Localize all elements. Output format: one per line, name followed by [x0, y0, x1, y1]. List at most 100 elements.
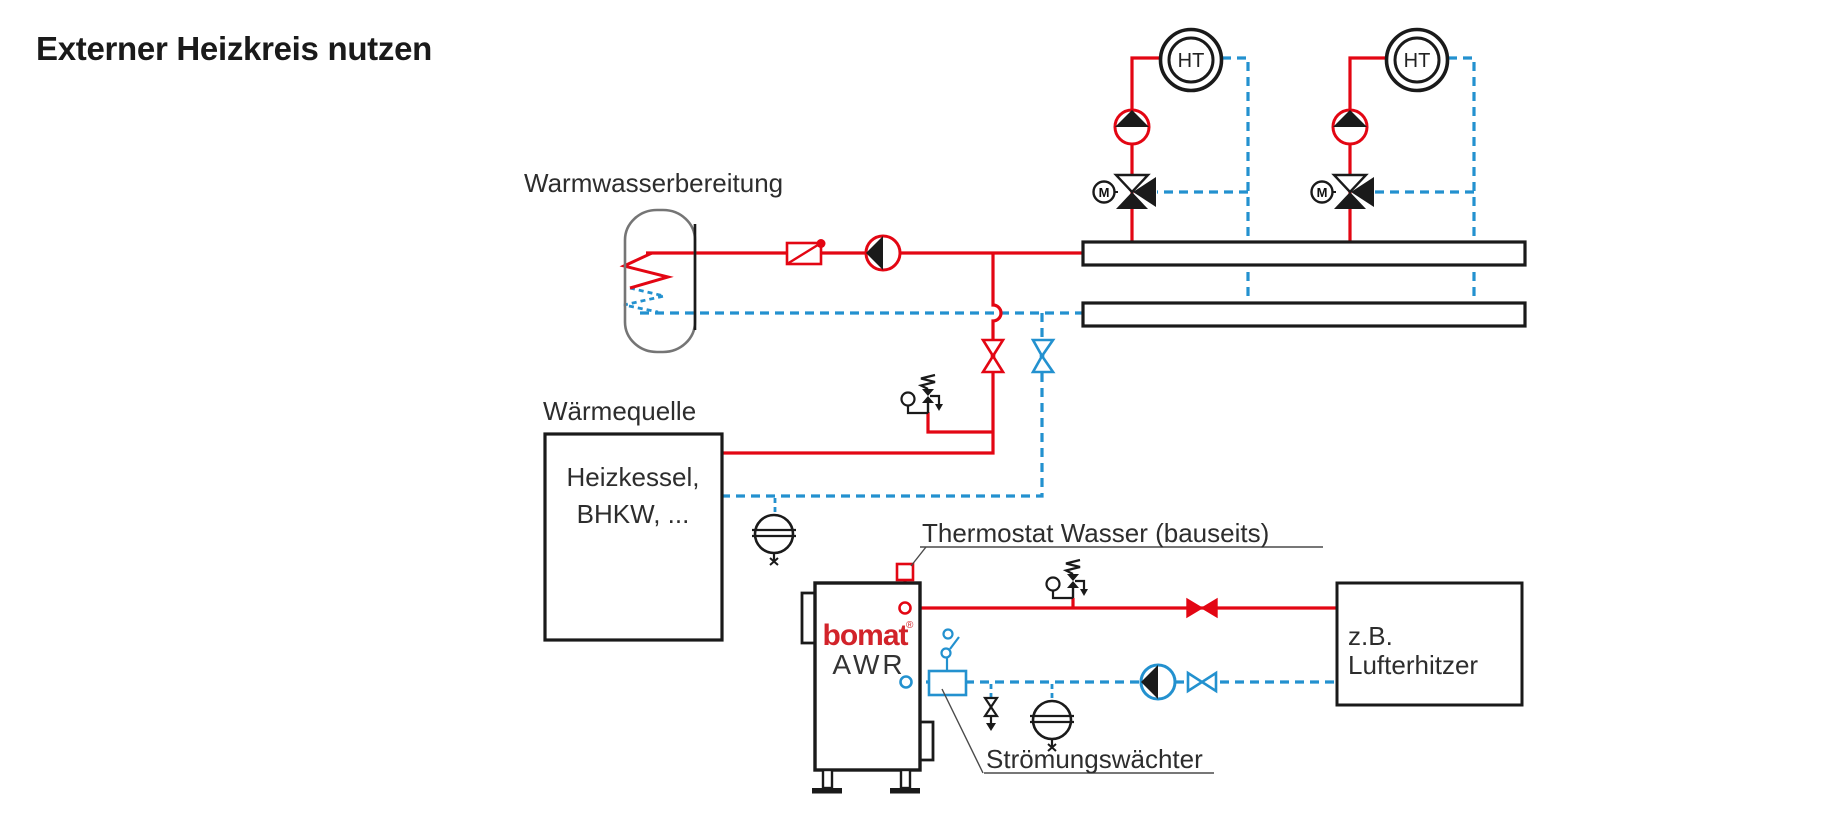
mixer-right-port	[1351, 177, 1374, 207]
boiler-unit	[800, 581, 935, 794]
boiler-foot-right	[890, 788, 920, 794]
circuit2-return-pipe	[1448, 56, 1476, 303]
expansion-vessel-2	[1030, 699, 1074, 752]
safety-valve-body	[922, 389, 934, 403]
manometer-bracket	[906, 405, 928, 415]
tank-coil-return	[623, 286, 665, 314]
check-valve	[785, 239, 826, 266]
safety-group-branch-1	[926, 412, 993, 434]
check-valve-pivot	[816, 239, 826, 248]
vessel-body	[753, 513, 795, 555]
boiler-left-flange	[800, 591, 815, 645]
valve-left	[1186, 670, 1205, 694]
manometer-icon	[900, 391, 916, 407]
hot-water-tank	[623, 208, 697, 354]
page-title: Externer Heizkreis nutzen	[36, 30, 432, 67]
valve-bottom	[980, 353, 1006, 374]
valve-bottom	[1030, 353, 1056, 374]
safety-valve-spring	[1062, 558, 1081, 575]
flow-switch-contact	[949, 636, 960, 650]
consumer-label-line2: Lufterhitzer	[1348, 650, 1478, 680]
circuit2-mixing-valve: M	[1310, 173, 1374, 209]
circuit1-supply-pipe	[1130, 56, 1162, 243]
circuit1-room-thermostat: HT	[1158, 27, 1224, 93]
safety-valve-outlet	[1075, 579, 1086, 590]
tank-charge-pump	[864, 234, 902, 272]
valve-top	[980, 338, 1006, 359]
circuit1-pump	[1113, 108, 1151, 146]
mixer-motor-label: M	[1099, 185, 1110, 200]
drain-valve	[982, 696, 1000, 731]
valve-right	[1199, 670, 1218, 694]
pump-impeller-up	[1333, 110, 1367, 127]
manometer-bracket	[1051, 590, 1073, 600]
thermostat-callout-label: Thermostat Wasser (bauseits)	[922, 518, 1269, 548]
boiler-model-label: AWR	[832, 649, 905, 680]
valve-right	[1200, 597, 1218, 619]
thermostat-callout-leader	[910, 546, 927, 567]
pump-impeller-left	[1141, 665, 1158, 699]
check-valve-flap	[786, 241, 822, 266]
safety-valve-outlet	[930, 394, 941, 405]
vessel-membrane	[752, 528, 796, 538]
thermostat-label: HT	[1404, 50, 1431, 72]
circuit2-pump	[1331, 108, 1369, 146]
drain-valve-bottom	[982, 705, 1000, 718]
consumer-box	[1335, 581, 1524, 707]
tank-outline	[623, 208, 697, 354]
flow-switch-terminal-top	[942, 628, 954, 640]
boiler-supply-port	[898, 601, 912, 615]
external-circuit-supply-pipe	[903, 580, 1340, 610]
valve-left	[1186, 597, 1204, 619]
supply-manifold	[1081, 240, 1527, 267]
flow-switch-callout-label: Strömungswächter	[986, 744, 1203, 774]
manometer-icon	[1045, 576, 1061, 592]
mixer-motor-icon	[1092, 180, 1116, 204]
vessel-membrane	[1030, 714, 1074, 724]
valve-top	[1030, 338, 1056, 359]
return-manifold	[1081, 301, 1527, 328]
heat-source-box-line1: Heizkessel,	[567, 462, 700, 492]
circuit2-supply-pipe	[1348, 56, 1388, 243]
circuit1-mixing-valve: M	[1092, 173, 1156, 209]
external-circuit-pump	[1139, 663, 1177, 701]
return-shutoff-valve	[1030, 338, 1056, 374]
heat-source-box-line2: BHKW, ...	[577, 499, 690, 529]
boiler-right-flange	[920, 720, 935, 762]
heat-source-box	[543, 432, 724, 642]
external-supply-valve	[1186, 597, 1218, 619]
external-return-valve	[1186, 670, 1218, 694]
heat-source-label: Wärmequelle	[543, 396, 696, 426]
safety-valve-spring	[917, 373, 936, 390]
manifolds	[1081, 240, 1527, 328]
boiler-brand-logo: bomat	[823, 619, 909, 652]
consumer-label-line1: z.B.	[1348, 621, 1393, 651]
flow-switch-callout-leader	[941, 688, 984, 774]
thermostat-inner-ring	[1167, 36, 1215, 84]
mixer-motor-label: M	[1317, 185, 1328, 200]
thermostat-label: HT	[1178, 50, 1205, 72]
mixer-motor-icon	[1310, 180, 1334, 204]
flow-switch	[927, 628, 968, 697]
vessel-drain-icon	[1047, 743, 1057, 752]
safety-valve-arrow	[1080, 589, 1088, 596]
mixer-top-port	[1113, 173, 1151, 194]
flow-switch-body	[927, 669, 968, 697]
tank-coil-supply	[619, 251, 674, 290]
vessel-drain-icon	[769, 557, 779, 566]
drain-valve-top	[982, 696, 1000, 709]
safety-valve-arrow	[935, 404, 943, 411]
pump-impeller-up	[1115, 110, 1149, 127]
boiler-foot-left	[812, 788, 842, 794]
valve-seat	[990, 353, 996, 359]
safety-group-2	[1045, 558, 1088, 600]
thermostat-inner-ring	[1393, 36, 1441, 84]
safety-group-1	[900, 373, 943, 415]
heat-source-supply-pipe	[718, 253, 1003, 455]
mixer-bottom-port	[1116, 192, 1148, 209]
mixer-right-port	[1133, 177, 1156, 207]
boiler-leg-right	[899, 768, 912, 790]
boiler-leg-left	[821, 768, 834, 790]
expansion-vessel-1	[752, 513, 796, 566]
